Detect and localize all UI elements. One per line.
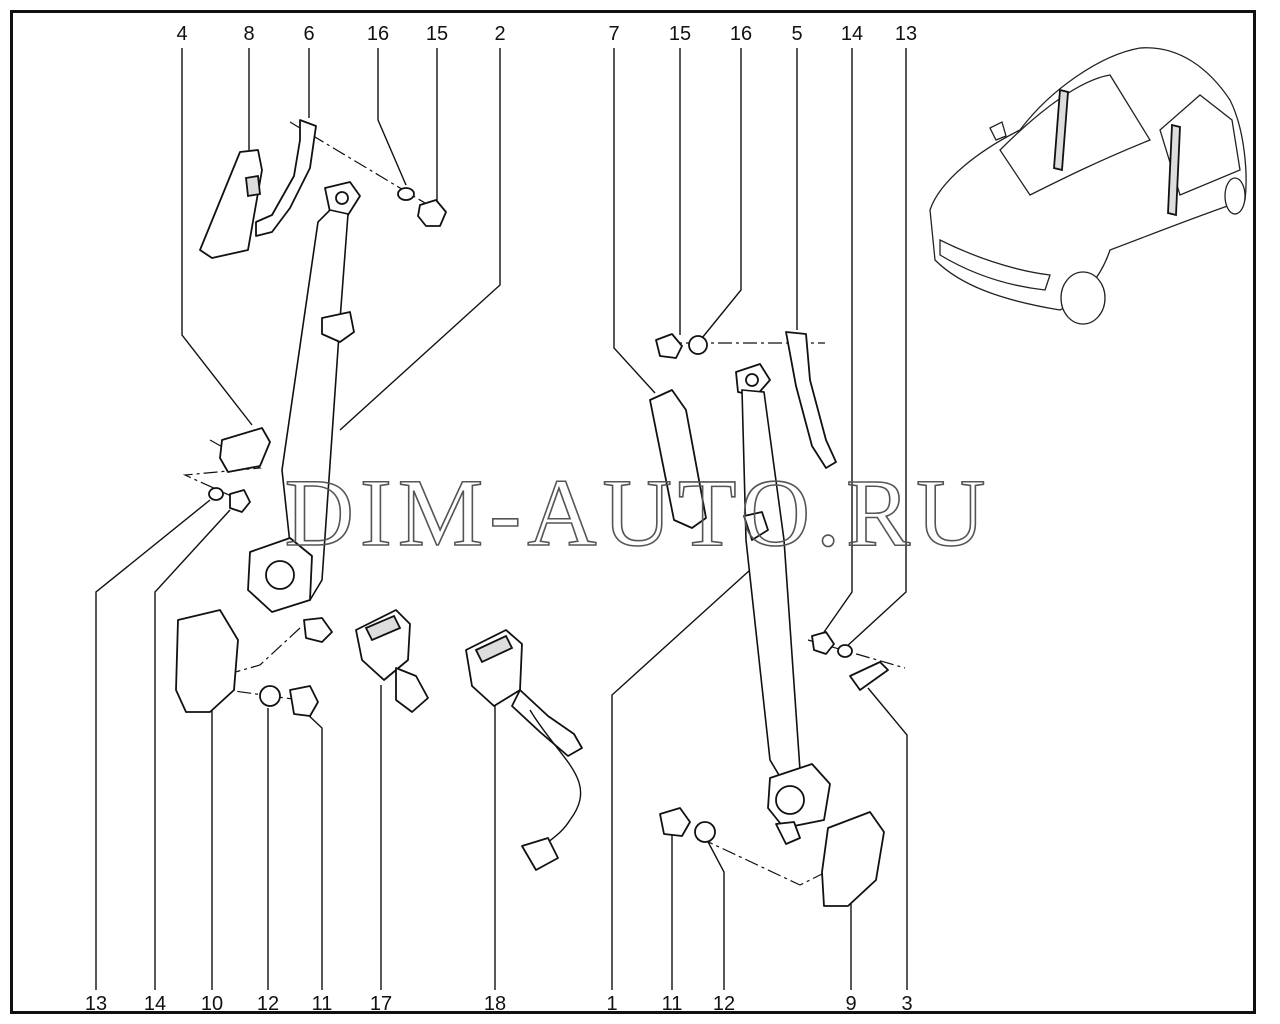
guide-loop-left [219, 427, 271, 473]
callout-top-3: 6 [303, 23, 314, 45]
leader-13a [95, 499, 211, 990]
leader-4 [181, 48, 253, 426]
lower-anchor-left [303, 617, 333, 643]
belt-webbing-right [741, 389, 801, 782]
buckle-18-button [474, 634, 514, 664]
callout-top-10: 5 [791, 23, 802, 45]
axis-right-low [699, 837, 831, 886]
car-front-wheel [1060, 271, 1106, 325]
trim-cover-left-knob [245, 174, 261, 198]
callout-top-6: 2 [494, 23, 505, 45]
buckle-18-connector [521, 837, 559, 871]
car-rear-wheel [1224, 177, 1246, 215]
leader-13b [844, 48, 907, 649]
callout-bottom-5: 11 [312, 993, 333, 1015]
mounting-plate-right [821, 811, 885, 907]
washer-16-left [397, 187, 415, 201]
upper-anchor-bolt-left [335, 191, 349, 205]
upper-anchor-bolt-right [745, 373, 759, 387]
leader-7 [613, 48, 656, 394]
buckle-18-stalk [511, 689, 583, 757]
callout-top-11: 14 [841, 23, 863, 45]
callout-bottom-11: 9 [845, 993, 856, 1015]
axis-left-low [189, 627, 301, 701]
retractor-spool-left [265, 560, 295, 590]
washer-12-left [259, 685, 281, 707]
buckle-17-button [364, 614, 402, 642]
car-body-outline [929, 47, 1247, 311]
lower-anchor-right [775, 821, 801, 845]
belt-guide-right [743, 511, 769, 541]
height-bracket-left [255, 119, 317, 237]
bolt-14-left [229, 489, 251, 513]
leader-2 [339, 48, 501, 431]
leader-14b [821, 48, 853, 636]
bolt-11-left [289, 685, 319, 717]
left-belt-assembly [175, 119, 447, 717]
bolt-11-right [659, 807, 691, 837]
callout-top-7: 7 [608, 23, 619, 45]
height-bracket-right [785, 331, 837, 469]
leader-lines [95, 48, 908, 990]
bolt-14-right [811, 631, 835, 655]
callout-top-5: 15 [426, 23, 448, 45]
leader-12b [705, 837, 725, 990]
buckle-17 [355, 609, 429, 713]
callout-bottom-10: 12 [713, 993, 735, 1015]
callout-top-4: 16 [367, 23, 389, 45]
axis-right-mid [807, 639, 906, 669]
right-belt-assembly [649, 331, 889, 907]
leader-16b [701, 48, 742, 339]
car-belt-marker-rear [1167, 123, 1181, 217]
callout-bottom-4: 12 [257, 993, 279, 1015]
callout-top-1: 4 [176, 23, 187, 45]
washer-13-right [837, 644, 853, 658]
watermark: DIM-AUTO.RU [285, 459, 992, 566]
callout-bottom-1: 13 [85, 993, 107, 1015]
mounting-plate-left [175, 609, 239, 713]
buckle-18 [465, 629, 583, 871]
leader-1 [611, 569, 751, 990]
belt-guide-left [321, 311, 355, 343]
callout-bottom-3: 10 [201, 993, 223, 1015]
callout-top-2: 8 [243, 23, 254, 45]
leader-11a [304, 711, 323, 990]
callout-bottom-8: 1 [606, 993, 617, 1015]
callouts-top: 4 8 6 16 15 2 7 15 16 5 14 13 [176, 23, 917, 45]
trim-cover-left [199, 149, 263, 259]
callout-bottom-9: 11 [662, 993, 683, 1015]
guide-loop-right [849, 661, 889, 691]
buckle-17-stalk [395, 667, 429, 713]
callout-bottom-12: 3 [901, 993, 912, 1015]
leader-3 [867, 687, 908, 990]
buckle-18-wire [529, 709, 582, 851]
callout-bottom-6: 17 [370, 993, 392, 1015]
trim-cover-right [649, 389, 707, 529]
car-mirror [989, 121, 1007, 141]
callout-top-9: 16 [730, 23, 752, 45]
leader-14a [154, 509, 231, 990]
car-belt-marker-front [1053, 88, 1069, 172]
car-windshield [999, 74, 1151, 196]
bolt-15-right [655, 333, 683, 359]
car-grille [939, 238, 1051, 291]
retractor-spool-right [775, 785, 805, 815]
callout-bottom-2: 14 [144, 993, 166, 1015]
washer-13-left [208, 487, 224, 501]
callout-top-8: 15 [669, 23, 691, 45]
car-location-thumbnail [929, 47, 1247, 325]
washer-16-right [688, 335, 708, 355]
callout-top-12: 13 [895, 23, 917, 45]
washer-12-right [694, 821, 716, 843]
callouts-bottom: 13 14 10 12 11 17 18 1 11 12 9 3 [85, 993, 913, 1015]
callout-bottom-7: 18 [484, 993, 506, 1015]
leader-16a [377, 48, 407, 186]
bolt-15-left [417, 199, 447, 227]
